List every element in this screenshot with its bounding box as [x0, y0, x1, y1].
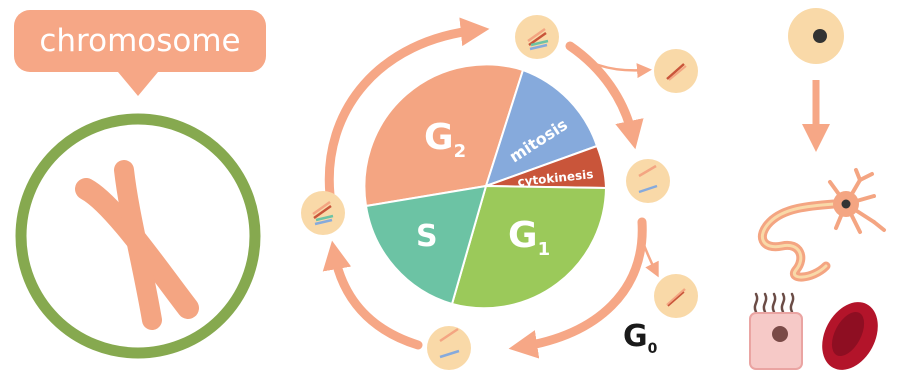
red-blood-cell-icon — [822, 302, 878, 370]
chromosome-callout: chromosome — [14, 10, 266, 72]
mitosis-slice — [484, 68, 599, 188]
g1-label: G1 — [508, 215, 550, 260]
g1-slice — [450, 184, 608, 310]
s-label: S — [416, 219, 438, 254]
state-bubble-left — [301, 191, 345, 235]
cycle-arrow-right-bottom — [508, 217, 647, 359]
stem-cell-icon — [788, 8, 844, 64]
cycle-arrows — [322, 17, 647, 359]
state-bubble-bottom — [427, 326, 471, 370]
s-slice — [364, 184, 488, 306]
cycle-arrow-left — [322, 240, 423, 350]
epithelial-cell-icon — [749, 292, 803, 370]
g0-branch-arrows — [571, 49, 659, 278]
branch-arrow-top — [571, 49, 652, 79]
state-bubble-g0-bottom — [654, 274, 698, 318]
state-bubble-right — [626, 159, 670, 203]
cycle-arrow-right-top — [565, 41, 644, 150]
neuron-icon — [757, 168, 886, 282]
chromosome-icon — [75, 160, 199, 330]
chromosome-cell — [15, 113, 261, 359]
state-bubble-g0-top — [654, 49, 698, 93]
differentiation-arrow — [802, 80, 830, 152]
state-bubble-top — [515, 15, 559, 59]
chromosome-callout-label: chromosome — [39, 23, 241, 59]
g0-label: G0 — [623, 319, 658, 357]
branch-arrow-bottom — [640, 239, 659, 278]
cell-cycle-pie: G2 mitosis cytokinesis S G1 — [363, 63, 608, 310]
cycle-arrow-top — [324, 17, 490, 200]
callout-pointer — [118, 72, 158, 96]
g2-slice — [363, 63, 525, 208]
g2-label: G2 — [424, 117, 466, 162]
